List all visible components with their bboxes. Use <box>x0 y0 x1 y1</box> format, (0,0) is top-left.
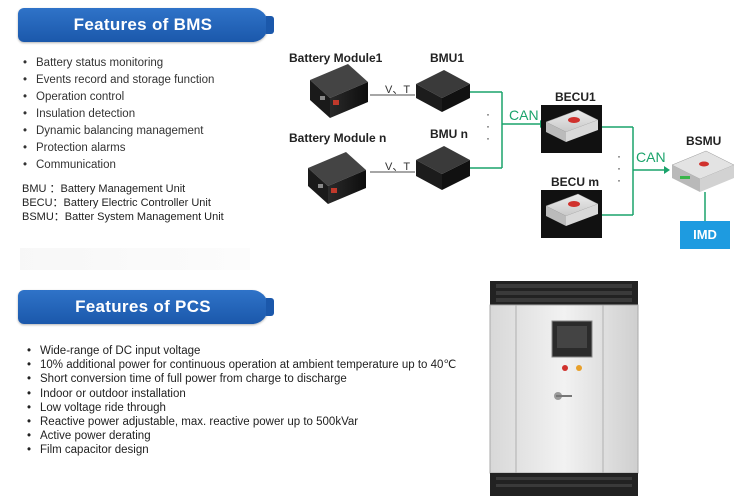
can-bus-becu <box>602 126 670 216</box>
pcs-banner: Features of PCS <box>18 290 274 324</box>
imd-box: IMD <box>680 221 730 249</box>
battery-module-n-label: Battery Module n <box>289 131 387 145</box>
list-item: 10% additional power for continuous oper… <box>24 358 456 372</box>
bmu-n-label: BMU n <box>430 127 468 141</box>
list-item: Operation control <box>20 89 214 106</box>
list-item: Low voltage ride through <box>24 401 456 415</box>
bmu-1-label: BMU1 <box>430 51 465 65</box>
battery-module-1-label: Battery Module1 <box>289 51 383 65</box>
list-item: Short conversion time of full power from… <box>24 372 456 386</box>
bsmu-label: BSMU <box>686 134 722 148</box>
banner-tab <box>266 298 274 316</box>
becu-m-image <box>541 190 602 238</box>
list-item: Insulation detection <box>20 106 214 123</box>
becu-ellipsis: ··· <box>617 149 621 187</box>
list-item: Communication <box>20 157 214 174</box>
list-item: Indoor or outdoor installation <box>24 387 456 401</box>
faded-band <box>20 248 250 270</box>
list-item: Active power derating <box>24 429 456 443</box>
banner-tab <box>266 16 274 34</box>
bsmu-image <box>671 150 735 192</box>
list-item: Dynamic balancing management <box>20 123 214 140</box>
vt-label-n: V、T <box>385 161 411 173</box>
bmu-1-image <box>416 70 470 112</box>
bms-title: Features of BMS <box>73 15 213 34</box>
definition-bmu: BMU ：Battery Management Unit <box>22 183 186 195</box>
becu-1-label: BECU1 <box>555 90 596 104</box>
can-label-1: CAN <box>509 107 539 123</box>
abbreviation-definitions: BMU ：Battery Management Unit BECU：Batter… <box>22 182 224 224</box>
definition-bsmu: BSMU：Batter System Management Unit <box>22 211 224 223</box>
battery-module-1-image <box>310 64 368 118</box>
pcs-cabinet-image <box>489 281 639 496</box>
list-item: Battery status monitoring <box>20 55 214 72</box>
list-item: Protection alarms <box>20 140 214 157</box>
list-item: Events record and storage function <box>20 72 214 89</box>
pcs-feature-list: Wide-range of DC input voltage 10% addit… <box>24 344 456 458</box>
pcs-title: Features of PCS <box>75 297 211 316</box>
bmu-ellipsis: ··· <box>486 107 490 145</box>
list-item: Reactive power adjustable, max. reactive… <box>24 415 456 429</box>
list-item: Film capacitor design <box>24 443 456 457</box>
becu-m-label: BECU m <box>551 175 600 189</box>
bms-banner: Features of BMS <box>18 8 274 42</box>
becu-1-image <box>541 105 602 153</box>
bmu-n-image <box>416 146 470 190</box>
list-item: Wide-range of DC input voltage <box>24 344 456 358</box>
vt-label-1: V、T <box>385 84 411 96</box>
battery-module-n-image <box>308 152 366 204</box>
definition-becu: BECU：Battery Electric Controller Unit <box>22 197 211 209</box>
bms-feature-list: Battery status monitoring Events record … <box>20 55 214 174</box>
can-label-2: CAN <box>636 149 666 165</box>
can-bus-bmu <box>470 91 546 169</box>
